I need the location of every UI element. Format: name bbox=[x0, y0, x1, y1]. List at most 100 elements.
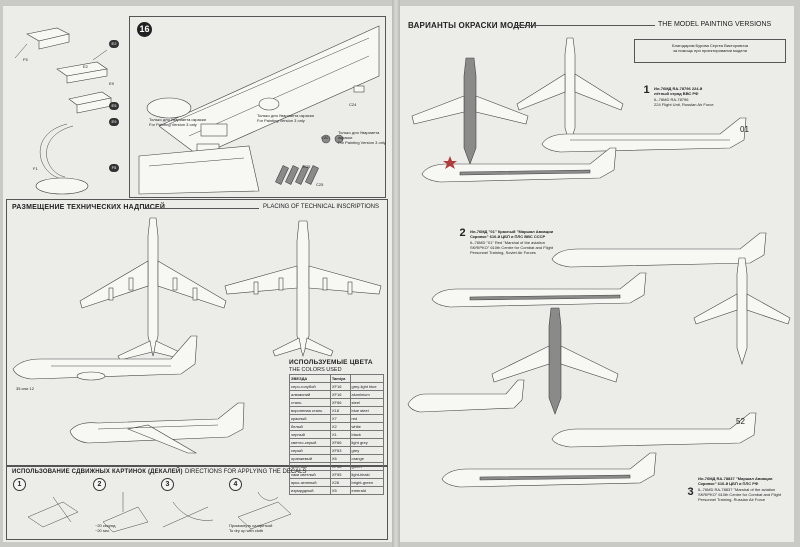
color-cell-en: red bbox=[349, 414, 384, 423]
version-3-number: 3 bbox=[687, 486, 694, 498]
color-cell-en: emerald bbox=[349, 486, 384, 495]
colors-title-en: THE COLORS USED bbox=[289, 367, 342, 373]
decal-steps-illustration bbox=[27, 491, 292, 533]
color-cell-ru: светло-серый bbox=[289, 438, 331, 447]
part-label: C20 bbox=[321, 135, 329, 140]
decals-title-ru: ИСПОЛЬЗОВАНИЕ СДВИЖНЫХ КАРТИНОК (ДЕКАЛЕЙ… bbox=[12, 469, 183, 475]
color-cell-code: X6 bbox=[329, 454, 351, 463]
color-cell-code: XF53 bbox=[329, 446, 351, 455]
right-page: ВАРИАНТЫ ОКРАСКИ МОДЕЛИ THE MODEL PAINTI… bbox=[400, 6, 794, 542]
version-1-side-view-2 bbox=[421, 147, 617, 183]
aircraft-three-quarter-view bbox=[69, 402, 245, 454]
color-cell-en: grey-light blue bbox=[349, 382, 384, 391]
colors-head-star: ЗВЕЗДА bbox=[289, 374, 331, 383]
color-cell-ru: вороненая сталь bbox=[289, 406, 331, 415]
version-1-number: 1 bbox=[643, 84, 650, 96]
thanks-box bbox=[634, 39, 786, 63]
colors-table-header: ЗВЕЗДА Tamiya bbox=[289, 374, 384, 383]
color-cell-code: XF56 bbox=[329, 398, 351, 407]
left-page: 16 F5 E2 E9 F1 E2 E5 E9 F5 bbox=[3, 6, 392, 542]
colors-head-en bbox=[349, 374, 384, 383]
part-label: C24 bbox=[349, 102, 357, 107]
page-gutter bbox=[392, 0, 400, 547]
color-cell-en: orange bbox=[349, 454, 384, 463]
color-cell-ru: черный bbox=[289, 430, 331, 439]
color-cell-en: light grey bbox=[349, 438, 384, 447]
color-cell-en: white bbox=[349, 422, 384, 431]
part-label: C25 bbox=[316, 182, 324, 187]
part-bubble: E9 bbox=[109, 118, 119, 126]
parts-illustration bbox=[14, 27, 112, 195]
version-1-bottom-view bbox=[411, 57, 529, 165]
color-cell-ru: сталь bbox=[289, 398, 331, 407]
color-cell-ru: серо-голубой bbox=[289, 382, 331, 391]
thanks-text: Благодарим Бурова Сергея Викторовича за … bbox=[672, 43, 748, 53]
version-2-bottom-view bbox=[491, 307, 619, 415]
aircraft-side-view bbox=[12, 335, 198, 381]
color-cell-ru: красный bbox=[289, 414, 331, 423]
color-cell-code: X18 bbox=[329, 406, 351, 415]
inscriptions-rule bbox=[143, 208, 259, 209]
version-3-side-view bbox=[551, 412, 757, 448]
color-cell-code: XF16 bbox=[329, 382, 351, 391]
step-16-assembly-illustration bbox=[138, 25, 380, 195]
version-1-tail-number: 01 bbox=[740, 125, 749, 134]
color-cell-en: grey bbox=[349, 446, 384, 455]
part-label: F5 bbox=[23, 57, 28, 62]
colors-title-ru: ИСПОЛЬЗУЕМЫЕ ЦВЕТА bbox=[289, 359, 373, 366]
version-2-caption-ru: Ил-76МД "01" Красный "Маршал Авиации Скр… bbox=[470, 229, 554, 239]
painting-title-ru: ВАРИАНТЫ ОКРАСКИ МОДЕЛИ bbox=[408, 21, 537, 30]
color-cell-code: X7 bbox=[329, 414, 351, 423]
color-cell-ru: изумрудный bbox=[289, 486, 331, 495]
version-1-side-view bbox=[541, 117, 747, 153]
inscriptions-title-ru: РАЗМЕЩЕНИЕ ТЕХНИЧЕСКИХ НАДПИСЕЙ bbox=[12, 204, 166, 211]
version-1-caption-ru: Ил-76МД RA-78796 224-й лётный отряд ВВС … bbox=[654, 86, 703, 96]
version-3-side-view-2 bbox=[441, 452, 657, 488]
version-1-top-view bbox=[516, 37, 624, 146]
color-cell-code: XF16 bbox=[329, 390, 351, 399]
version-2-side-view-2 bbox=[431, 272, 647, 308]
version-2-number: 2 bbox=[459, 227, 466, 239]
color-cell-en: black bbox=[349, 430, 384, 439]
color-cell-ru: белый bbox=[289, 422, 331, 431]
side-note: 35 или 12 bbox=[16, 386, 34, 391]
decals-frame bbox=[6, 466, 388, 540]
step-16-number: 16 bbox=[137, 22, 152, 37]
version-3-caption-en: IL-76MD RA-78837 "Marshal of the aviatio… bbox=[698, 487, 782, 502]
version-2-side-view bbox=[551, 232, 767, 268]
version-3-caption-ru: Ил-76МД RA-78837 "Маршал Авиации Скрипко… bbox=[698, 476, 773, 486]
color-cell-ru: алюминий bbox=[289, 390, 331, 399]
version-3-tail-number: 52 bbox=[736, 417, 745, 426]
color-cell-ru: оранжевый bbox=[289, 454, 331, 463]
color-cell-en: steel bbox=[349, 398, 384, 407]
version-2-side-view-3 bbox=[407, 379, 525, 413]
decal-note-2: ~20 секунд ~20 sec. bbox=[95, 523, 116, 533]
part-label: C35 bbox=[303, 164, 311, 169]
decal-step-2: 2 bbox=[93, 478, 106, 491]
decal-step-4: 4 bbox=[229, 478, 242, 491]
painting-title-rule bbox=[515, 25, 655, 26]
version-2-caption-en: IL-76MD "01" Red "Marshal of the aviatio… bbox=[470, 240, 554, 255]
inscriptions-frame bbox=[6, 199, 388, 466]
aircraft-top-view bbox=[79, 217, 227, 361]
decal-step-3: 3 bbox=[161, 478, 174, 491]
color-cell-code: X2 bbox=[329, 422, 351, 431]
decal-note-4: Промокнуть салфеткой To dry up with clot… bbox=[229, 523, 273, 533]
color-cell-code: X1 bbox=[329, 430, 351, 439]
part-label: E9 bbox=[109, 81, 114, 86]
part-bubble: E2 bbox=[109, 40, 119, 48]
version-2-top-view bbox=[693, 257, 791, 366]
